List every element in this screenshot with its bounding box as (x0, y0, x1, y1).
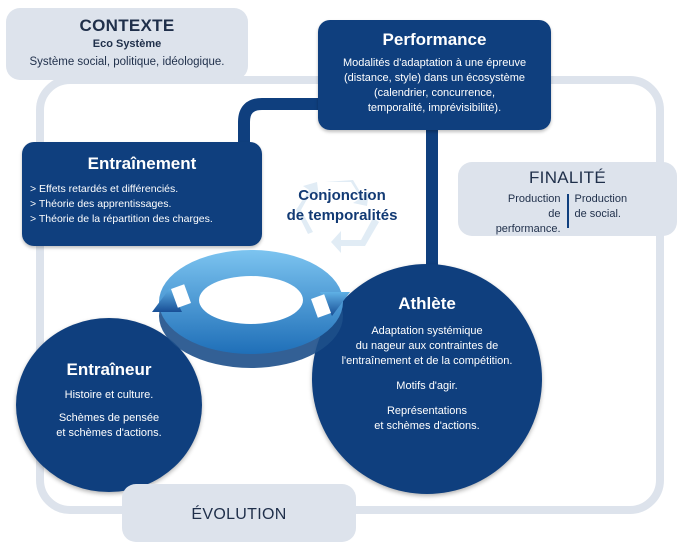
cycle-arrows-icon (152, 250, 350, 368)
conjonction-label: Conjonction de temporalités (273, 186, 411, 226)
entrainement-item: > Effets retardés et différenciés. (30, 183, 179, 195)
entraineur-line: et schèmes d'actions. (56, 427, 162, 439)
performance-body: Modalités d'adaptation à une épreuve (di… (318, 56, 551, 116)
contexte-title: CONTEXTE (79, 16, 175, 35)
entrainement-item: > Théorie des apprentissages. (30, 198, 172, 210)
performance-line: Modalités d'adaptation à une épreuve (342, 57, 527, 69)
finalite-divider (566, 194, 569, 228)
conjonction-line: de temporalités (286, 207, 398, 224)
finalite-left-line: Production (507, 193, 561, 205)
evolution-box: ÉVOLUTION (122, 484, 356, 542)
entrainement-list: > Effets retardés et différenciés. > Thé… (22, 182, 262, 227)
athlete-line: Représentations (386, 405, 468, 417)
entraineur-circle: Entraîneur Histoire et culture. Schèmes … (16, 318, 202, 492)
connector-performance-entrainement (238, 98, 320, 144)
evolution-title: ÉVOLUTION (191, 506, 287, 523)
entraineur-title: Entraîneur (66, 360, 152, 379)
athlete-title: Athlète (398, 294, 456, 313)
finalite-box: FINALITÉ Production de performance. Prod… (458, 162, 677, 236)
recycle-icon (296, 180, 379, 253)
athlete-paragraph-2: Motifs d'agir. (312, 379, 542, 394)
entrainement-item: > Théorie de la répartition des charges. (30, 213, 213, 225)
athlete-line: et schèmes d'actions. (374, 420, 480, 432)
entrainement-title: Entraînement (87, 154, 197, 173)
performance-line: (distance, style) dans un écosystème (344, 72, 525, 84)
athlete-paragraph-3: Représentations et schèmes d'actions. (312, 404, 542, 434)
finalite-social: Production de social. (569, 192, 655, 237)
finalite-performance: Production de performance. (481, 192, 567, 237)
athlete-paragraph-1: Adaptation systémique du nageur aux cont… (312, 324, 542, 369)
performance-line: temporalité, imprévisibilité). (367, 102, 502, 114)
athlete-line: l'entraînement et de la compétition. (341, 355, 513, 367)
entraineur-line: Schèmes de pensée (58, 412, 160, 424)
conjonction-line: Conjonction (298, 187, 386, 204)
athlete-circle: Athlète Adaptation systémique du nageur … (312, 264, 542, 494)
performance-title: Performance (382, 30, 487, 49)
contexte-box: CONTEXTE Eco Système Système social, pol… (6, 8, 248, 80)
finalite-left-line: de performance. (495, 208, 561, 235)
contexte-subtitle: Eco Système (92, 38, 162, 50)
finalite-title: FINALITÉ (528, 168, 607, 187)
athlete-line: Adaptation systémique (371, 325, 483, 337)
performance-box: Performance Modalités d'adaptation à une… (318, 20, 551, 130)
entraineur-paragraph-1: Histoire et culture. (16, 388, 202, 403)
finalite-right-line: de social. (574, 208, 621, 220)
entraineur-paragraph-2: Schèmes de pensée et schèmes d'actions. (16, 411, 202, 441)
performance-line: (calendrier, concurrence, (373, 87, 496, 99)
entrainement-box: Entraînement > Effets retardés et différ… (22, 142, 262, 246)
athlete-line: du nageur aux contraintes de (355, 340, 499, 352)
entraineur-line: Histoire et culture. (64, 389, 154, 401)
athlete-line: Motifs d'agir. (396, 380, 458, 392)
contexte-text: Système social, politique, idéologique. (29, 56, 225, 68)
finalite-right-line: Production (574, 193, 628, 205)
